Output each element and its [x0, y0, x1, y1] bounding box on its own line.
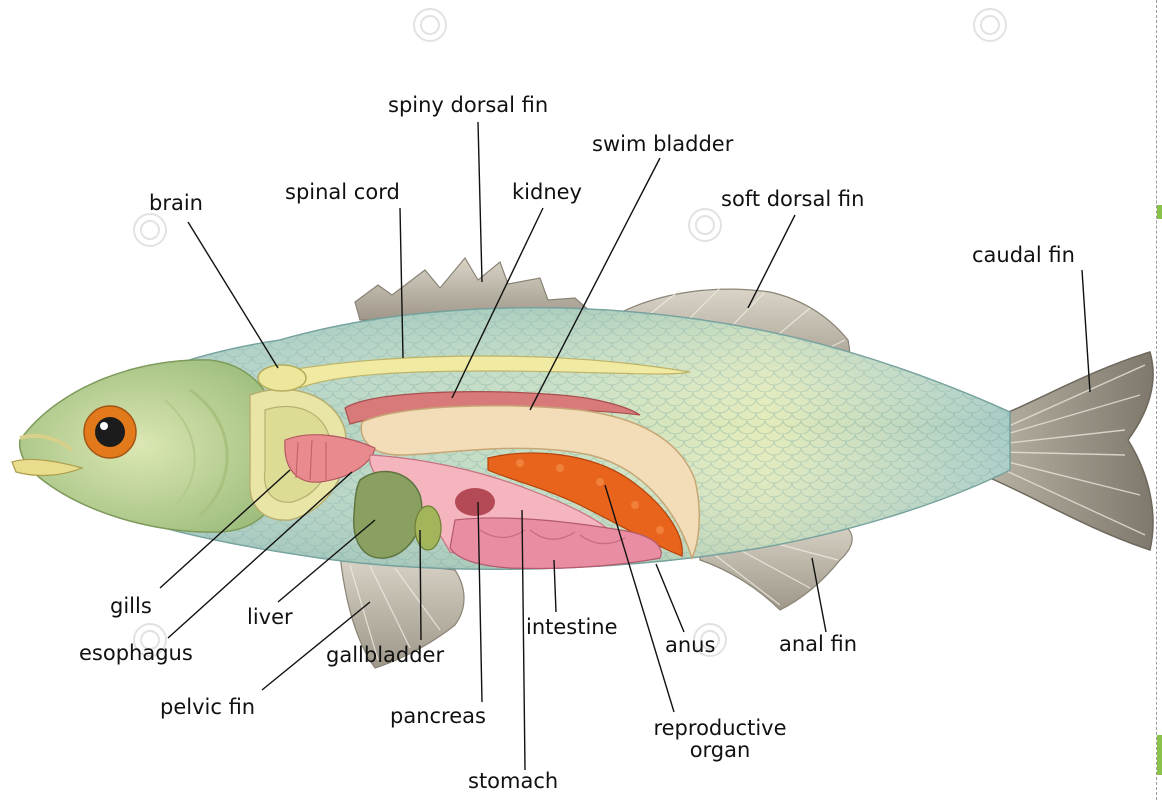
label-pelvic-fin: pelvic fin [160, 697, 255, 718]
head-shape [20, 360, 286, 532]
label-intestine: intestine [526, 617, 618, 638]
label-anal-fin: anal fin [779, 634, 857, 655]
label-anus: anus [665, 635, 715, 656]
label-brain: brain [149, 193, 203, 214]
label-stomach: stomach [468, 771, 558, 792]
label-swim-bladder: swim bladder [592, 134, 733, 155]
label-esophagus: esophagus [79, 643, 193, 664]
brain-shape [258, 365, 306, 391]
label-kidney: kidney [512, 182, 582, 203]
label-liver: liver [247, 607, 293, 628]
eye-shape [84, 406, 136, 458]
label-gallbladder: gallbladder [326, 645, 444, 666]
gallbladder-shape [415, 506, 441, 550]
label-caudal-fin: caudal fin [972, 245, 1075, 266]
caudal-fin-shape [990, 352, 1153, 550]
label-soft-dorsal-fin: soft dorsal fin [721, 189, 864, 210]
page-edge-mark [1157, 735, 1162, 775]
page-edge-rule [1156, 0, 1157, 800]
label-spiny-dorsal-fin: spiny dorsal fin [388, 95, 548, 116]
label-spinal-cord: spinal cord [285, 182, 400, 203]
label-reproductive-organ: reproductive organ [632, 717, 808, 761]
label-gills: gills [110, 596, 152, 617]
label-pancreas: pancreas [390, 706, 486, 727]
page-edge-mark [1157, 205, 1162, 219]
